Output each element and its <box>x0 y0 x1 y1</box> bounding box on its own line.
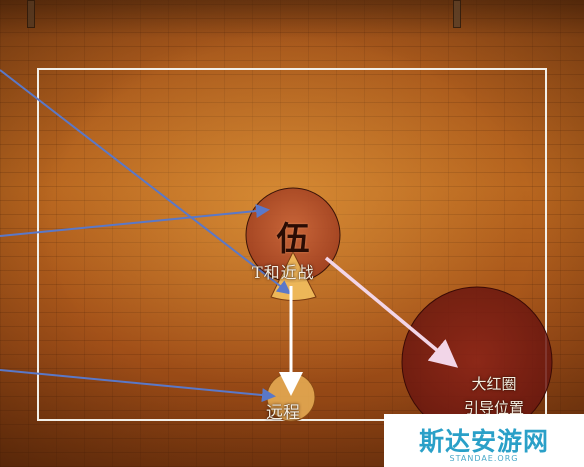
watermark-subtitle: STANDAE.ORG <box>449 454 519 463</box>
big-circle-label-line1: 大红圈 <box>471 375 517 393</box>
melee-zone-label: T和近战 <box>252 263 315 282</box>
wall-pillar <box>453 0 461 28</box>
site-watermark[interactable]: 斯达安游网 STANDAE.ORG <box>384 414 584 467</box>
blue-guide-line <box>0 69 292 295</box>
ranged-zone-label: 远程 <box>266 403 300 423</box>
big-circle-label: 大红圈 引导位置 <box>446 372 542 420</box>
blue-guide-line <box>0 369 276 403</box>
arrow-diagonal-icon <box>324 256 459 368</box>
boss-marker: 伍 <box>276 219 310 258</box>
watermark-title: 斯达安游网 <box>418 427 549 456</box>
arena-top-wall <box>0 0 584 38</box>
big-circle-label-line2: 引导位置 <box>463 399 524 417</box>
blue-guide-line <box>0 204 270 237</box>
wall-pillar <box>27 0 35 28</box>
